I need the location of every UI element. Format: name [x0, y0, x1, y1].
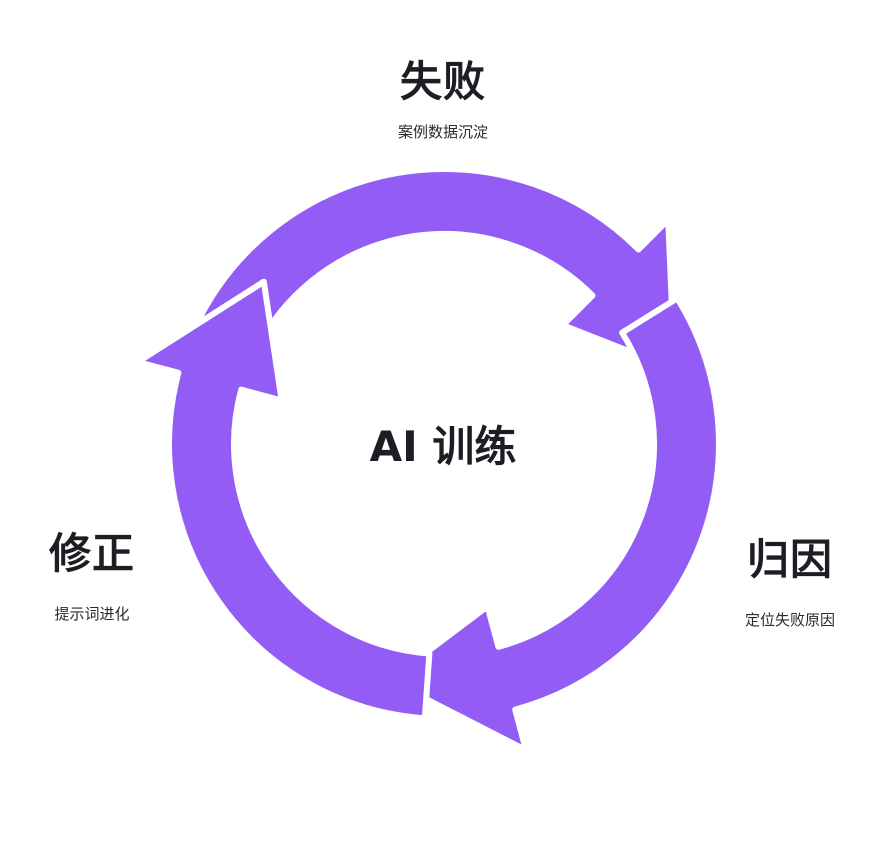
- arrow-correction-to-failure: [134, 278, 433, 722]
- stage-failure-description: 案例数据沉淀: [397, 123, 488, 141]
- stage-failure: 失败 案例数据沉淀: [343, 58, 543, 142]
- arrow-ring: [134, 165, 722, 754]
- stage-correction: 修正 提示词进化: [12, 530, 172, 624]
- arrow-attribution-to-correction: [386, 295, 722, 754]
- stage-correction-title: 修正: [48, 529, 135, 578]
- arrow-failure-to-attribution: [191, 165, 678, 373]
- stage-attribution: 归因 定位失败原因: [710, 536, 870, 630]
- stage-attribution-title: 归因: [746, 535, 833, 584]
- stage-failure-title: 失败: [399, 57, 486, 106]
- stage-correction-description: 提示词进化: [54, 605, 130, 623]
- center-label: AI 训练: [369, 422, 517, 471]
- stage-attribution-description: 定位失败原因: [744, 611, 835, 629]
